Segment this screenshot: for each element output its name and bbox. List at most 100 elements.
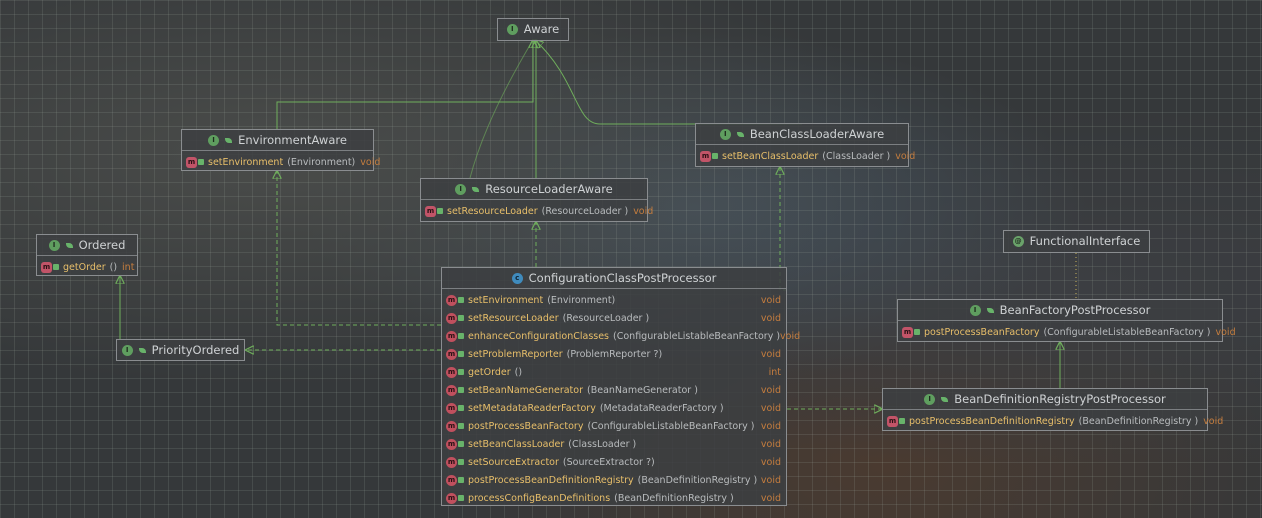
- abstract-method-icon: m: [41, 261, 52, 273]
- node-functional-interface[interactable]: @ FunctionalInterface: [1003, 230, 1150, 253]
- method-icon: m: [446, 402, 457, 414]
- method-params: (): [514, 366, 523, 378]
- node-title: PriorityOrdered: [151, 343, 240, 357]
- method-row[interactable]: m setResourceLoader (ResourceLoader ) vo…: [421, 202, 653, 220]
- method-icon: m: [446, 492, 457, 504]
- method-params: (ClassLoader ): [822, 150, 891, 162]
- public-lock-icon: [458, 423, 464, 429]
- public-lock-icon: [458, 495, 464, 501]
- method-icon: m: [446, 348, 457, 360]
- public-leaf-icon: [736, 131, 744, 137]
- node-title: BeanDefinitionRegistryPostProcessor: [954, 392, 1166, 406]
- method-return: void: [760, 438, 781, 450]
- interface-icon: I: [455, 183, 467, 195]
- method-icon: m: [446, 420, 457, 432]
- public-leaf-icon: [941, 396, 949, 402]
- method-return: void: [1215, 326, 1236, 338]
- method-return: void: [760, 456, 781, 468]
- public-lock-icon: [458, 405, 464, 411]
- abstract-method-icon: m: [700, 150, 711, 162]
- node-title: Ordered: [78, 238, 126, 252]
- public-lock-icon: [458, 369, 464, 375]
- method-return: void: [760, 348, 781, 360]
- public-lock-icon: [437, 208, 443, 214]
- method-return: void: [360, 156, 381, 168]
- method-name: setBeanNameGenerator: [468, 384, 583, 396]
- method-row[interactable]: m postProcessBeanFactory(ConfigurableList…: [442, 417, 786, 435]
- node-title: FunctionalInterface: [1029, 234, 1141, 248]
- method-params: (ResourceLoader ): [541, 205, 629, 217]
- method-row[interactable]: m postProcessBeanDefinitionRegistry (Bea…: [883, 412, 1223, 430]
- method-row[interactable]: m setBeanClassLoader (ClassLoader ) void: [696, 147, 915, 165]
- interface-icon: I: [719, 128, 731, 140]
- public-leaf-icon: [138, 347, 146, 353]
- public-lock-icon: [198, 159, 204, 165]
- public-lock-icon: [458, 441, 464, 447]
- node-priority-ordered[interactable]: I PriorityOrdered: [116, 339, 245, 361]
- method-name: setEnvironment: [208, 156, 284, 168]
- method-name: setBeanClassLoader: [722, 150, 819, 162]
- node-bean-definition-registry-post-processor[interactable]: I BeanDefinitionRegistryPostProcessor m …: [882, 388, 1223, 431]
- method-icon: m: [446, 474, 457, 486]
- node-resource-loader-aware[interactable]: I ResourceLoaderAware m setResourceLoade…: [420, 178, 653, 222]
- method-return: void: [895, 150, 916, 162]
- node-aware[interactable]: I Aware: [497, 18, 569, 41]
- method-row[interactable]: m getOrder () int: [37, 258, 137, 276]
- public-lock-icon: [458, 351, 464, 357]
- method-name: postProcessBeanFactory: [468, 420, 584, 432]
- interface-icon: I: [969, 304, 981, 316]
- node-bean-class-loader-aware[interactable]: I BeanClassLoaderAware m setBeanClassLoa…: [695, 123, 915, 167]
- method-name: setResourceLoader: [447, 205, 538, 217]
- method-name: enhanceConfigurationClasses: [468, 330, 610, 342]
- method-name: setResourceLoader: [468, 312, 559, 324]
- method-row[interactable]: m setEnvironment (Environment) void: [182, 153, 380, 171]
- public-lock-icon: [712, 153, 718, 159]
- method-return: void: [760, 402, 781, 414]
- method-name: postProcessBeanDefinitionRegistry: [468, 474, 634, 486]
- interface-icon: I: [506, 23, 518, 35]
- interface-icon: I: [924, 393, 936, 405]
- public-lock-icon: [458, 333, 464, 339]
- edge-resourceloaderaware-aware-2: [469, 39, 534, 179]
- public-leaf-icon: [225, 137, 233, 143]
- method-name: getOrder: [468, 366, 511, 378]
- method-params: (ConfigurableListableBeanFactory ): [587, 420, 755, 432]
- method-row[interactable]: m setMetadataReaderFactory(MetadataReader…: [442, 399, 786, 417]
- abstract-method-icon: m: [902, 326, 913, 338]
- method-icon: m: [446, 312, 457, 324]
- node-environment-aware[interactable]: I EnvironmentAware m setEnvironment (Env…: [181, 129, 380, 171]
- node-title: ResourceLoaderAware: [485, 182, 613, 196]
- method-params: (BeanDefinitionRegistry ): [1078, 415, 1199, 427]
- public-leaf-icon: [472, 186, 480, 192]
- method-params: (MetadataReaderFactory ): [599, 402, 724, 414]
- method-icon: m: [446, 366, 457, 378]
- method-params: (ResourceLoader ): [562, 312, 650, 324]
- public-lock-icon: [458, 387, 464, 393]
- method-icon: m: [446, 384, 457, 396]
- method-return: void: [633, 205, 654, 217]
- node-ordered[interactable]: I Ordered m getOrder () int: [36, 234, 138, 276]
- method-icon: m: [446, 456, 457, 468]
- method-name: setMetadataReaderFactory: [468, 402, 596, 414]
- method-icon: m: [446, 438, 457, 450]
- method-return: void: [760, 420, 781, 432]
- method-params: (Environment): [547, 294, 616, 306]
- method-row[interactable]: m postProcessBeanFactory (ConfigurableLi…: [898, 323, 1236, 341]
- class-icon: c: [511, 272, 523, 284]
- abstract-method-icon: m: [887, 415, 898, 427]
- public-lock-icon: [458, 459, 464, 465]
- abstract-method-icon: m: [425, 205, 436, 217]
- node-bean-factory-post-processor[interactable]: I BeanFactoryPostProcessor m postProcess…: [897, 299, 1236, 342]
